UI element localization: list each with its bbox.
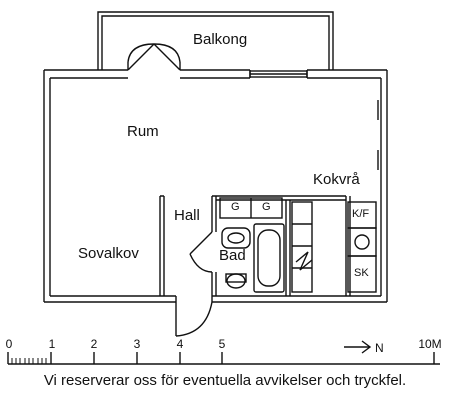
outer-wall-left: [43, 70, 51, 302]
stove-label-left: G: [231, 201, 240, 213]
sink: [221, 227, 251, 249]
bathtub: [253, 223, 285, 293]
window: [249, 70, 308, 78]
entrance-door: [175, 301, 213, 337]
scale-end-label: 10M: [418, 337, 442, 351]
north-label: N: [375, 341, 384, 355]
room-label-hall: Hall: [174, 207, 200, 224]
outer-wall-top: [44, 69, 387, 79]
bathroom-walls: [211, 195, 351, 296]
scale-tick-5: 5: [218, 337, 226, 351]
balcony-door: [127, 43, 181, 71]
cleaning-cabinet-label: SK: [354, 267, 369, 279]
room-label-sovalkov: Sovalkov: [78, 245, 139, 262]
scale-tick-0: 0: [5, 337, 13, 351]
scale-tick-2: 2: [90, 337, 98, 351]
room-label-kokvra: Kokvrå: [313, 171, 360, 188]
scale-tick-4: 4: [176, 337, 184, 351]
room-label-bad: Bad: [219, 247, 246, 264]
room-label-balkong: Balkong: [193, 31, 248, 48]
fridge-freezer-label: K/F: [352, 208, 370, 220]
stove: [219, 197, 283, 219]
stove-label-right: G: [262, 201, 271, 213]
bathroom-door: [189, 231, 213, 273]
scale-tick-1: 1: [48, 337, 56, 351]
cleaning-cabinet: [347, 255, 377, 293]
storage-shelves: [291, 201, 313, 293]
disclaimer-text: Vi reserverar oss för eventuella avvikel…: [43, 372, 407, 389]
kitchen-counter: [347, 227, 377, 257]
room-label-rum: Rum: [127, 123, 159, 140]
interior-wall-sovalkov: [159, 195, 165, 296]
scale-bar: [7, 352, 440, 365]
outer-wall-bottom: [44, 295, 387, 303]
balcony-outline: [97, 11, 334, 70]
scale-tick-3: 3: [133, 337, 141, 351]
outer-wall-right: [380, 70, 388, 302]
north-arrow: [344, 340, 372, 354]
toilet: [225, 273, 247, 289]
